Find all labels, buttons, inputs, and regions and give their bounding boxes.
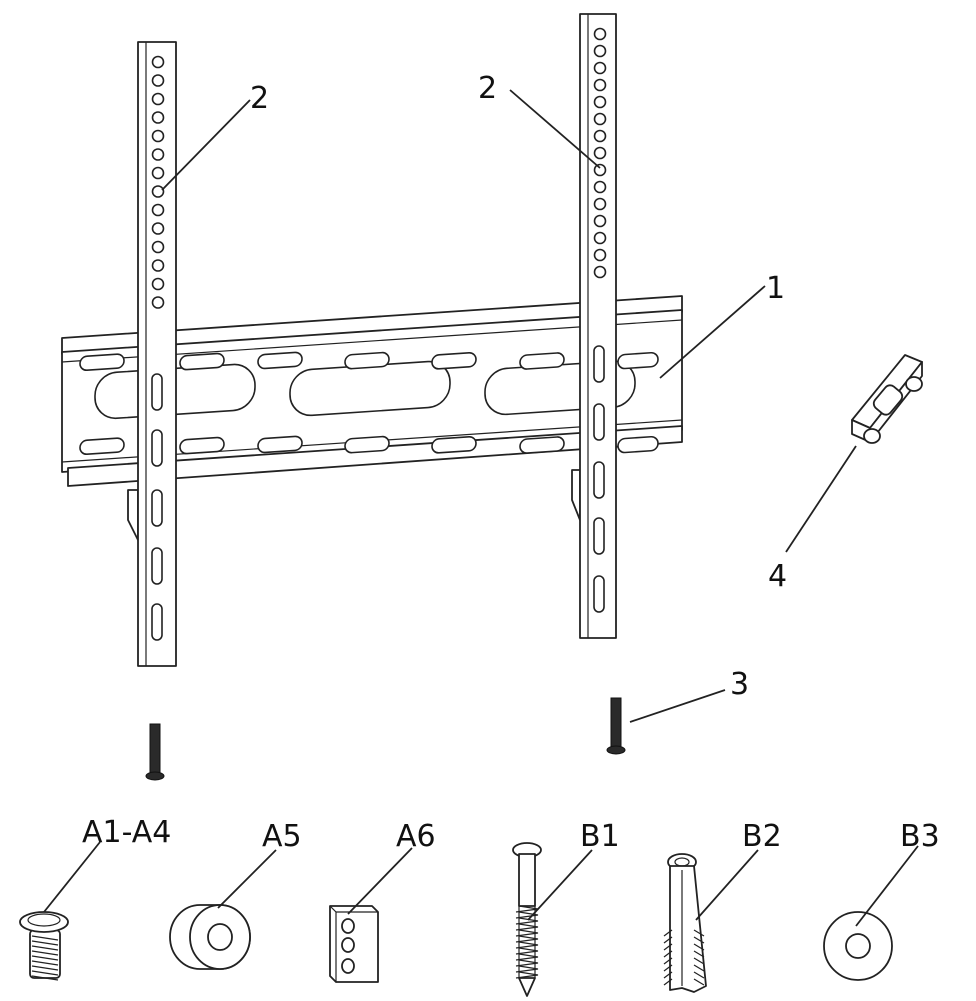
thread-line [515, 971, 539, 979]
thread-line [515, 923, 539, 931]
thread-line [515, 965, 539, 973]
thread-line [31, 960, 59, 966]
anchor-ridge [693, 971, 705, 979]
leader-lines [43, 89, 919, 927]
anchor-ridge [663, 971, 673, 979]
right-vertical-arm [571, 13, 617, 639]
callout-part2-left: 2 [250, 81, 269, 116]
bolt-3 [606, 697, 626, 755]
lag-screw-b1 [512, 842, 542, 997]
bolt-left [145, 723, 165, 781]
left-vertical-arm [127, 41, 177, 667]
anchor-ridge [663, 929, 673, 937]
washer-b3 [823, 911, 893, 981]
thread-line [31, 970, 59, 976]
arm-hole [593, 129, 607, 143]
thread-line [31, 975, 59, 981]
label-b1: B1 [580, 819, 620, 854]
arm-hole [593, 214, 607, 228]
callout-part4: 4 [768, 559, 787, 594]
arm-hole [593, 27, 607, 41]
anchor-ridge [663, 943, 673, 951]
arm-hole [151, 92, 165, 106]
arm-hole [593, 180, 607, 194]
arm-hole [593, 146, 607, 160]
arm-hole [151, 296, 165, 309]
arm-hole [593, 231, 607, 245]
anchor-ridge [693, 950, 705, 958]
arm-hole [151, 203, 165, 217]
arm-hole [593, 78, 607, 92]
anchor-ridge [663, 978, 673, 986]
arm-hole [151, 129, 165, 143]
anchor-ridge [693, 964, 705, 972]
arm-hole [151, 74, 165, 87]
anchor-ridge [693, 929, 705, 937]
arm-hole [593, 265, 607, 279]
arm-hole [593, 95, 607, 109]
thread-line [515, 929, 539, 937]
label-a5: A5 [262, 819, 302, 854]
thread-line [31, 950, 59, 956]
screw-a1-a4 [19, 911, 69, 981]
arm-hole [593, 112, 607, 126]
callout-part2-right: 2 [478, 71, 497, 106]
thread-line [31, 965, 59, 971]
label-b2: B2 [742, 819, 782, 854]
arm-hole [593, 163, 607, 177]
thread-line [515, 935, 539, 943]
arm-hole [151, 222, 165, 235]
arm-hole [593, 61, 607, 75]
anchor-ridge [663, 964, 673, 972]
arm-hole [151, 259, 165, 272]
wall-plate [61, 295, 683, 487]
anchor-ridge [693, 978, 705, 986]
thread-line [515, 953, 539, 961]
anchor-ridge [693, 957, 705, 965]
arm-hole [593, 44, 607, 58]
arm-hole [151, 111, 165, 124]
thread-line [31, 940, 59, 946]
arm-hole [151, 185, 165, 198]
label-a6: A6 [396, 819, 436, 854]
arm-hole [151, 148, 165, 161]
plate-a6 [329, 905, 379, 983]
safety-lock-clip [851, 354, 923, 444]
arm-hole [151, 55, 165, 69]
arm-hole [593, 197, 607, 211]
anchor-ridge [663, 950, 673, 958]
thread-line [515, 947, 539, 955]
thread-line [515, 959, 539, 967]
label-b3: B3 [900, 819, 940, 854]
arm-hole [593, 248, 607, 262]
anchor-ridge [693, 936, 705, 944]
arm-hole [151, 166, 165, 180]
arm-hole [151, 277, 165, 291]
thread-line [31, 945, 59, 951]
thread-line [515, 911, 539, 919]
callout-part3: 3 [730, 667, 749, 702]
arm-hole [151, 240, 165, 254]
anchor-ridge [663, 957, 673, 965]
thread-line [515, 941, 539, 949]
thread-line [31, 935, 59, 941]
spacer-a5 [169, 904, 251, 970]
wall-anchor-b2 [663, 853, 707, 993]
label-a1-a4: A1-A4 [82, 815, 171, 850]
anchor-ridge [663, 936, 673, 944]
callout-part1: 1 [766, 271, 785, 306]
thread-line [31, 955, 59, 961]
anchor-ridge [693, 943, 705, 951]
thread-line [515, 917, 539, 925]
